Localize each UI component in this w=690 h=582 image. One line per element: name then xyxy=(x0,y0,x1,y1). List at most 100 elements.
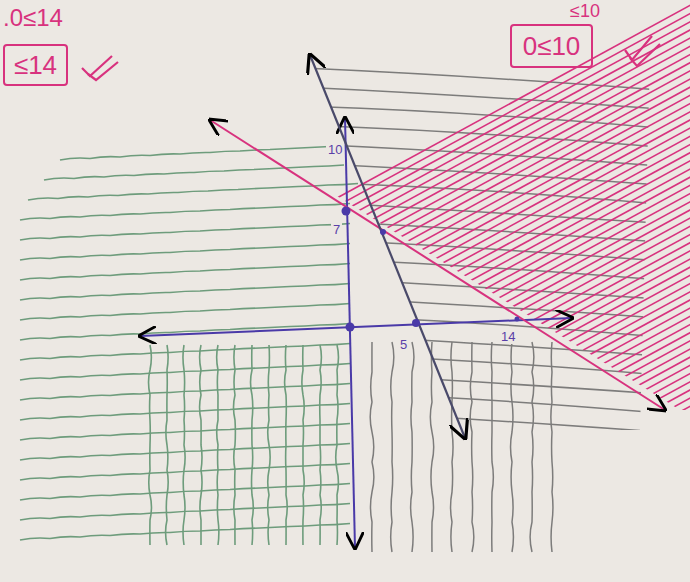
grey-stroke xyxy=(411,342,414,552)
pink-stroke xyxy=(605,0,690,582)
pink-stroke xyxy=(305,0,690,582)
green-stroke xyxy=(28,184,358,201)
green-hatching xyxy=(20,147,358,546)
green-stroke xyxy=(20,284,350,301)
pink-stroke xyxy=(80,0,690,582)
grey-stroke xyxy=(300,372,660,394)
pink-stroke xyxy=(230,0,690,582)
green-stroke xyxy=(149,345,152,545)
green-stroke xyxy=(320,345,322,545)
grey-stroke xyxy=(300,68,660,90)
green-stroke xyxy=(302,345,304,545)
pink-stroke xyxy=(500,0,690,582)
inequality-text: ≤14 xyxy=(14,52,57,78)
pink-stroke xyxy=(515,0,690,582)
axis-number: 5 xyxy=(398,337,409,352)
green-stroke xyxy=(234,345,236,545)
grey-stroke xyxy=(370,342,374,552)
green-stroke xyxy=(20,244,350,261)
pink-stroke xyxy=(245,0,690,582)
grey-stroke xyxy=(511,342,514,552)
green-stroke xyxy=(20,264,350,281)
grey-stroke xyxy=(300,87,660,109)
pink-stroke xyxy=(380,0,690,582)
pink-stroke xyxy=(155,0,690,582)
green-stroke xyxy=(20,524,350,541)
inequality-text: ≤10 xyxy=(570,2,600,20)
boxed-inequality: 0≤10 xyxy=(510,24,593,68)
inequality-text: 0≤10 xyxy=(523,33,581,59)
green-stroke xyxy=(217,345,219,545)
pink-stroke xyxy=(590,0,690,582)
inequality-text: .0≤14 xyxy=(3,6,63,30)
boundary-line xyxy=(210,120,665,410)
pink-stroke xyxy=(260,0,690,582)
pink-stroke xyxy=(365,0,690,582)
pink-stroke xyxy=(635,0,690,582)
pink-stroke xyxy=(335,0,690,582)
green-stroke xyxy=(200,345,202,545)
pink-stroke xyxy=(560,0,690,582)
axes xyxy=(140,118,572,548)
grey-stroke xyxy=(530,342,534,552)
boxed-inequality: ≤14 xyxy=(3,44,68,86)
grey-stroke xyxy=(551,342,553,552)
pink-stroke xyxy=(650,0,690,582)
pink-stroke xyxy=(350,0,690,582)
green-stroke xyxy=(336,345,339,545)
grey-stroke xyxy=(491,342,493,552)
green-stroke xyxy=(20,224,350,241)
green-stroke xyxy=(285,345,288,545)
pink-stroke xyxy=(20,0,690,582)
green-stroke xyxy=(20,204,350,221)
grey-stroke xyxy=(300,410,660,432)
axis-number: 14 xyxy=(499,329,517,344)
pink-stroke xyxy=(50,0,690,582)
intercept-dots xyxy=(342,207,520,332)
pink-stroke xyxy=(65,0,690,582)
green-stroke xyxy=(251,345,254,545)
pink-stroke xyxy=(575,0,690,582)
y-axis xyxy=(345,118,355,548)
green-stroke xyxy=(60,147,330,161)
green-stroke xyxy=(20,344,350,361)
axis-number: 7 xyxy=(331,222,342,237)
grey-stroke xyxy=(300,391,660,413)
pink-stroke xyxy=(275,0,690,582)
grey-stroke xyxy=(430,342,433,552)
green-stroke xyxy=(166,345,169,545)
pink-stroke xyxy=(215,0,690,582)
pink-stroke xyxy=(185,0,690,582)
grey-stroke xyxy=(391,342,394,552)
pink-stroke xyxy=(410,0,690,582)
green-stroke xyxy=(20,324,350,341)
pink-stroke xyxy=(680,0,690,582)
grey-stroke xyxy=(300,296,660,318)
pink-stroke xyxy=(485,0,690,582)
green-stroke xyxy=(183,345,185,545)
pink-stroke xyxy=(170,0,690,582)
pink-stroke xyxy=(95,0,690,582)
pink-stroke xyxy=(395,0,690,582)
pink-stroke xyxy=(290,0,690,582)
grey-stroke xyxy=(300,315,660,337)
pink-stroke xyxy=(620,0,690,582)
pink-stroke xyxy=(35,0,690,582)
pink-stroke xyxy=(140,0,690,582)
pink-stroke xyxy=(110,0,690,582)
pink-stroke xyxy=(125,0,690,582)
pink-stroke xyxy=(530,0,690,582)
pink-stroke xyxy=(545,0,690,582)
pink-stroke xyxy=(320,0,690,582)
pink-stroke xyxy=(455,0,690,582)
pink-stroke xyxy=(470,0,690,582)
green-stroke xyxy=(268,345,270,545)
boundary-line xyxy=(310,55,465,438)
pink-stroke xyxy=(425,0,690,582)
pink-stroke xyxy=(200,0,690,582)
grey-stroke xyxy=(470,342,474,552)
grey-stroke xyxy=(451,342,453,552)
green-stroke xyxy=(20,304,350,321)
